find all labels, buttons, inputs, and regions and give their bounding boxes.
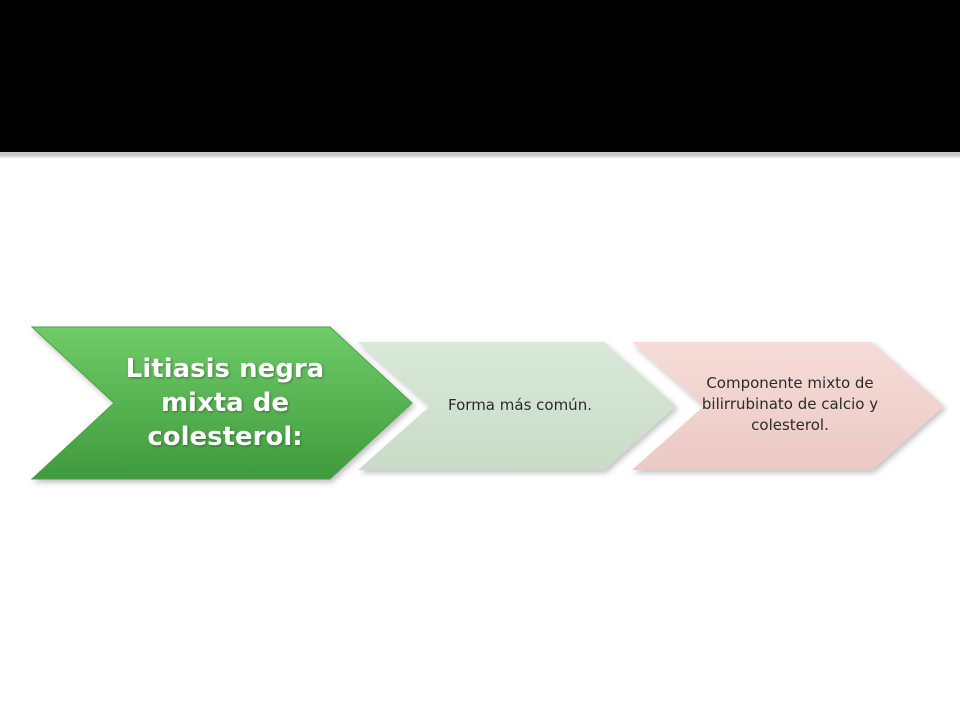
chevron-step-2	[358, 342, 676, 470]
title-band	[0, 0, 960, 152]
step-3-text: Componente mixto de bilirrubinato de cal…	[701, 373, 879, 434]
title-divider	[0, 152, 960, 156]
step-2-label: Forma más común.	[430, 345, 610, 465]
step-1-label: Litiasis negra mixta de colesterol:	[100, 332, 350, 474]
step-2-text: Forma más común.	[448, 396, 592, 414]
step-1-text: Litiasis negra mixta de colesterol:	[125, 354, 325, 452]
title-divider-shadow	[0, 156, 960, 158]
step-3-label: Componente mixto de bilirrubinato de cal…	[695, 342, 885, 466]
chevron-step-3	[632, 342, 944, 470]
chevron-step-1	[30, 326, 413, 480]
